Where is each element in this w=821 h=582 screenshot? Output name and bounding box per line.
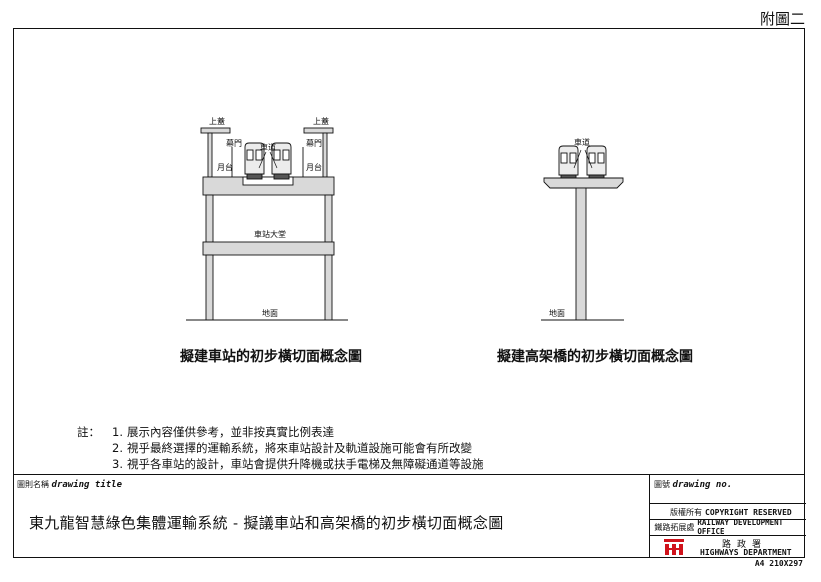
label-canopy-right: 上蓋 <box>313 116 329 126</box>
note-text: 視乎各車站的設計，車站會提供升降機或扶手電梯及無障礙通道等設施 <box>127 457 484 471</box>
note-number: 2. <box>112 441 123 455</box>
label-station-trackway: 車道 <box>260 142 276 152</box>
note-number: 3. <box>112 457 123 471</box>
paper-size: A4 210X297 <box>754 559 803 568</box>
drawing-title: 東九龍智慧綠色集體運輸系統 - 擬議車站和高架橋的初步橫切面概念圖 <box>29 514 504 532</box>
notes: 註： 1. 展示內容僅供參考，並非按真實比例表達 2. 視乎最終選擇的運輸系統，… <box>77 424 484 472</box>
copyright-row: 版權所有 COPYRIGHT RESERVED <box>670 507 792 517</box>
column-lower-left <box>205 254 214 321</box>
note-item: 2. 視乎最終選擇的運輸系統，將來車站設計及軌道設施可能會有所改變 <box>77 440 484 456</box>
label-viaduct-trackway: 車道 <box>574 137 590 147</box>
canopy-left <box>200 127 231 134</box>
concourse-slab <box>202 241 335 256</box>
canopy-right <box>303 127 334 134</box>
canopy-post-left <box>207 132 213 178</box>
title-block-right: 圖號 drawing no. 版權所有 COPYRIGHT RESERVED 鐵… <box>649 475 806 558</box>
station-caption: 擬建車站的初步橫切面概念圖 <box>180 349 362 365</box>
department-name-cn: 路政署 <box>722 540 768 550</box>
station-trackway-arrows <box>258 151 278 169</box>
label-canopy-left: 上蓋 <box>209 116 225 126</box>
title-block: 圖則名稱 drawing title 東九龍智慧綠色集體運輸系統 - 擬議車站和… <box>13 474 806 558</box>
label-platform-left: 月台 <box>217 162 233 172</box>
canopy-post-right <box>322 132 328 178</box>
viaduct-cross-section <box>541 145 624 321</box>
station-cross-section <box>186 127 348 321</box>
viaduct-caption: 擬建高架橋的初步橫切面概念圖 <box>497 349 693 365</box>
label-door-right: 幕門 <box>306 138 322 148</box>
note-item: 3. 視乎各車站的設計，車站會提供升降機或扶手電梯及無障礙通道等設施 <box>77 456 484 472</box>
drawing-title-label: 圖則名稱 drawing title <box>17 480 122 490</box>
viaduct-vehicles <box>558 145 607 181</box>
column-lower-right <box>324 254 333 321</box>
office-row: 鐵路拓展處 RAILWAY DEVELOPMENT OFFICE <box>654 518 784 536</box>
label-viaduct-ground: 地面 <box>549 308 565 318</box>
note-text: 展示內容僅供參考，並非按真實比例表達 <box>127 425 334 439</box>
column-upper-right <box>324 194 333 243</box>
viaduct-trackway-arrows <box>573 149 593 169</box>
station-vehicles <box>244 142 292 180</box>
annex-label: 附圖二 <box>759 10 805 28</box>
label-concourse: 車站大堂 <box>254 229 286 239</box>
note-item: 註： 1. 展示內容僅供參考，並非按真實比例表達 <box>77 424 484 440</box>
label-platform-right: 月台 <box>306 162 322 172</box>
drawing-number-label: 圖號 drawing no. <box>654 480 733 490</box>
drawing-sheet <box>13 28 805 558</box>
viaduct-pier <box>575 187 587 321</box>
department-name-en: HIGHWAYS DEPARTMENT <box>700 548 792 557</box>
station-trackway <box>242 176 294 186</box>
note-number: 1. <box>112 425 123 439</box>
note-text: 視乎最終選擇的運輸系統，將來車站設計及軌道設施可能會有所改變 <box>127 441 472 455</box>
highways-department-logo-icon <box>664 539 684 555</box>
column-upper-left <box>205 194 214 243</box>
label-station-ground: 地面 <box>262 308 278 318</box>
viaduct-deck <box>543 177 624 189</box>
label-door-left: 幕門 <box>226 138 242 148</box>
notes-lead: 註： <box>77 425 100 439</box>
